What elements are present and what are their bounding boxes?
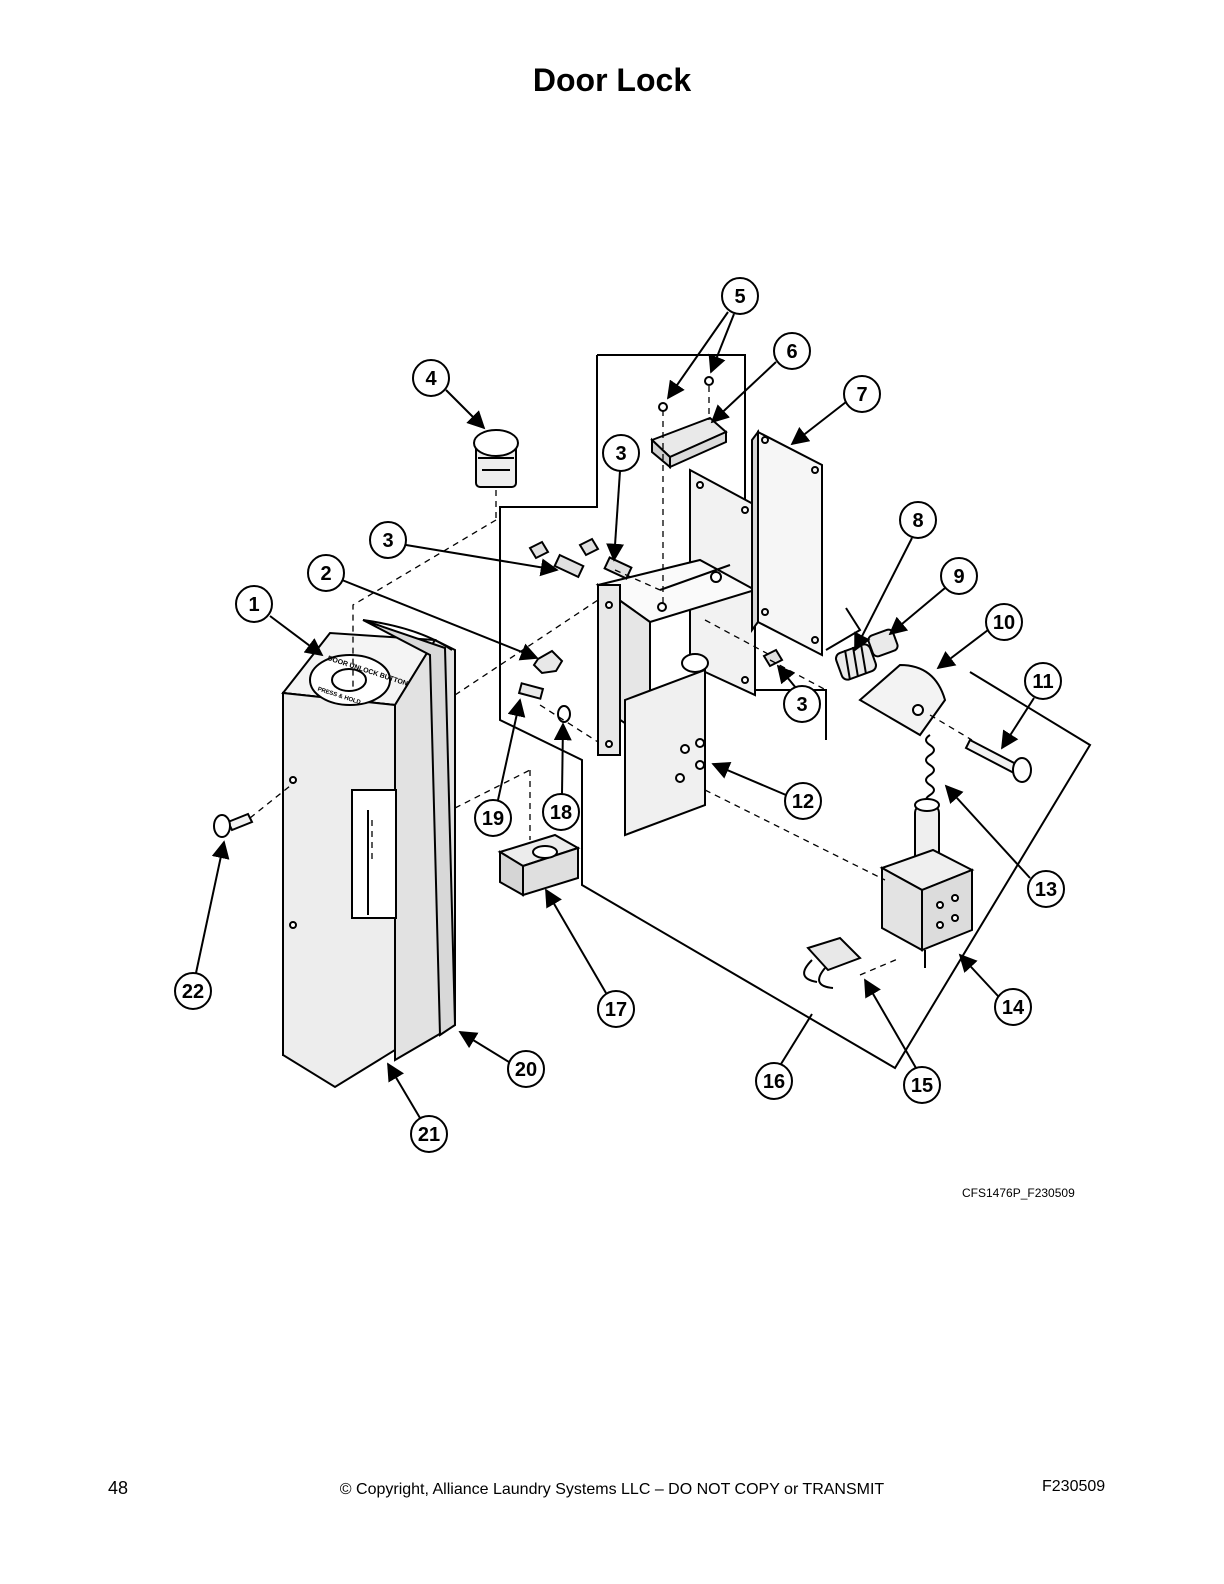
svg-text:16: 16 [763,1071,785,1093]
svg-text:3: 3 [615,443,626,465]
callout-3-left: 3 [369,521,559,577]
svg-text:4: 4 [425,368,437,390]
switch-holder [497,833,581,897]
callout-9: 9 [888,557,978,636]
svg-text:13: 13 [1035,879,1057,901]
svg-text:11: 11 [1032,671,1053,693]
svg-text:9: 9 [953,566,964,588]
screw-5 [658,376,714,412]
svg-text:5: 5 [734,286,745,308]
callout-15: 15 [864,978,941,1104]
page-number: 48 [108,1478,129,1498]
svg-text:10: 10 [993,612,1015,634]
callout-13: 13 [944,784,1065,908]
long-screw [964,738,1032,783]
lock-housing [281,619,457,1089]
svg-text:3: 3 [382,530,393,552]
callout-14: 14 [958,953,1032,1026]
actuator-group [834,628,947,737]
callout-1: 1 [235,585,324,657]
extension-spring [925,734,935,806]
svg-text:6: 6 [786,341,797,363]
callout-20: 20 [458,1031,545,1088]
svg-text:22: 22 [182,981,204,1003]
callout-11: 11 [1001,662,1062,750]
cover-plate [751,429,823,657]
push-button-part [473,429,519,488]
svg-text:15: 15 [911,1075,933,1097]
callout-5: 5 [666,277,759,400]
callout-7: 7 [790,375,881,446]
callouts: 1 2 3 3 3 4 [174,277,1065,1153]
small-hardware [517,649,571,723]
mounting-bracket [595,468,758,837]
svg-text:19: 19 [482,808,504,830]
assembly-lines [249,386,973,976]
svg-text:17: 17 [605,999,627,1021]
callout-4: 4 [412,359,486,430]
svg-text:1: 1 [248,594,259,616]
callout-3-top: 3 [602,434,640,562]
svg-text:7: 7 [856,384,867,406]
callout-19: 19 [474,698,526,837]
side-screw [213,812,254,838]
solenoid [879,798,975,968]
callout-17: 17 [545,888,635,1028]
callout-16: 16 [755,1013,813,1100]
callout-6: 6 [710,332,811,424]
callout-10: 10 [936,603,1023,670]
callout-22: 22 [174,840,230,1010]
svg-text:20: 20 [515,1059,537,1081]
callout-3-right: 3 [776,664,821,723]
callout-21: 21 [387,1062,448,1153]
page-title: Door Lock [532,62,692,98]
copyright-notice: © Copyright, Alliance Laundry Systems LL… [339,1481,885,1498]
callout-18: 18 [542,722,580,831]
svg-text:3: 3 [796,694,807,716]
standoff-3 [528,537,784,668]
callout-12: 12 [711,762,822,820]
connector [803,936,862,989]
figure-code: CFS1476P_F230509 [962,1186,1075,1200]
terminal-block [650,416,728,470]
document-code: F230509 [1042,1478,1106,1495]
svg-text:8: 8 [912,510,923,532]
svg-text:18: 18 [550,802,572,824]
callout-8: 8 [854,501,937,652]
svg-text:12: 12 [792,791,814,813]
svg-text:14: 14 [1002,997,1025,1019]
svg-text:21: 21 [418,1124,440,1146]
svg-text:2: 2 [320,563,331,585]
callout-2: 2 [307,554,539,661]
